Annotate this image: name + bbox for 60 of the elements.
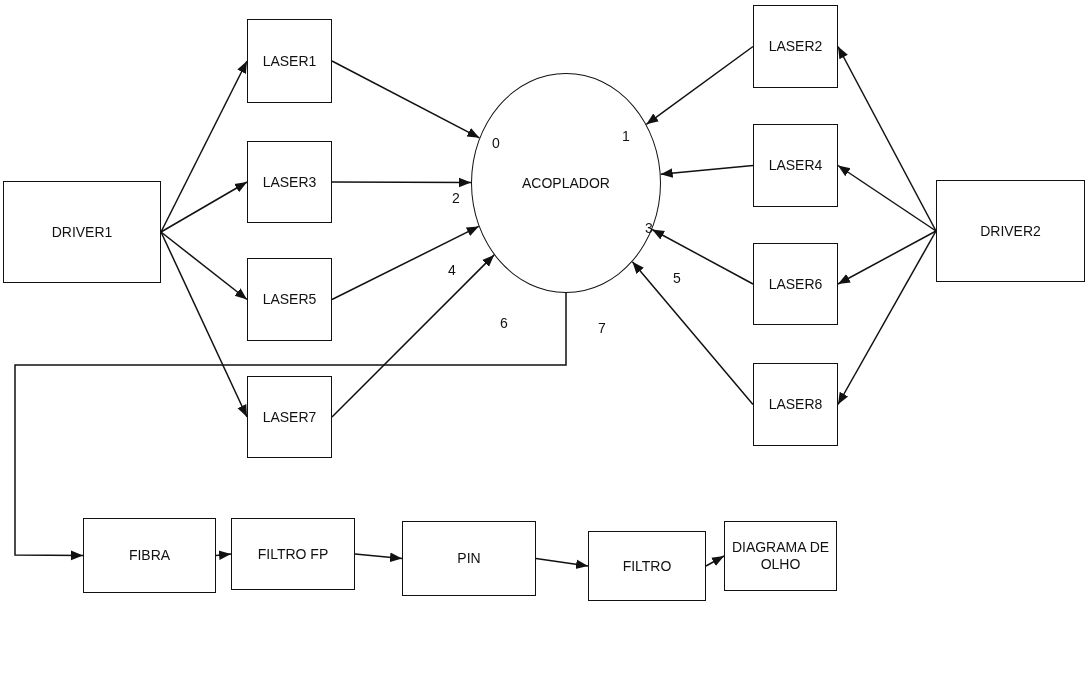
- arrow: [651, 228, 754, 285]
- block-label: DRIVER2: [979, 222, 1042, 240]
- block-box: [247, 376, 332, 458]
- arrow: [160, 231, 248, 301]
- arrow: [631, 260, 754, 406]
- arrow: [160, 231, 248, 418]
- arrow: [160, 181, 248, 233]
- arrow: [331, 254, 495, 418]
- block-label: LASER5: [261, 291, 318, 308]
- block-box: [247, 258, 332, 341]
- block-box: [3, 181, 161, 283]
- block-label: DRIVER1: [50, 223, 114, 241]
- block-label: DIAGRAMA DE OLHO: [730, 539, 831, 573]
- port-number: 6: [500, 315, 508, 331]
- arrow: [331, 60, 481, 139]
- port-number: 4: [448, 262, 456, 278]
- block-box: [753, 243, 838, 325]
- arrow: [331, 225, 480, 301]
- arrow: [14, 292, 567, 561]
- arrow: [837, 230, 937, 285]
- port-number: 2: [452, 190, 460, 206]
- arrow: [659, 164, 754, 178]
- block-label: PIN: [456, 550, 482, 567]
- arrow: [535, 557, 589, 570]
- arrow: [645, 45, 754, 126]
- block-box: [247, 141, 332, 223]
- block-box: [753, 124, 838, 207]
- block-box: [753, 363, 838, 446]
- block-label: FILTRO FP: [256, 545, 330, 563]
- block-label: LASER3: [261, 173, 318, 191]
- arrow: [215, 550, 232, 560]
- port-number: 1: [622, 128, 630, 144]
- arrow: [705, 555, 725, 567]
- block-box: [936, 180, 1085, 282]
- arrow: [837, 230, 937, 406]
- block-label: LASER7: [261, 408, 318, 426]
- arrow: [837, 164, 937, 232]
- port-number: 0: [492, 135, 500, 151]
- block-box: [588, 531, 706, 601]
- arrow: [354, 552, 403, 563]
- arrow: [160, 60, 248, 233]
- arrow: [331, 177, 472, 188]
- block-box: [231, 518, 355, 590]
- block-label: FILTRO: [621, 557, 673, 575]
- block-label: LASER2: [767, 38, 824, 55]
- block-label: LASER4: [767, 157, 824, 174]
- arrow: [837, 45, 937, 232]
- block-box: [753, 5, 838, 88]
- block-label: ACOPLADOR: [521, 174, 611, 192]
- block-label: LASER8: [767, 396, 824, 413]
- block-box: [247, 19, 332, 103]
- port-number: 3: [645, 220, 653, 236]
- port-number: 7: [598, 320, 606, 336]
- block-label: LASER1: [261, 52, 318, 70]
- port-number: 5: [673, 270, 681, 286]
- block-label: LASER6: [767, 275, 824, 293]
- block-label: FIBRA: [127, 547, 172, 564]
- block-box: [83, 518, 216, 593]
- block-box: [724, 521, 837, 591]
- block-box: [402, 521, 536, 596]
